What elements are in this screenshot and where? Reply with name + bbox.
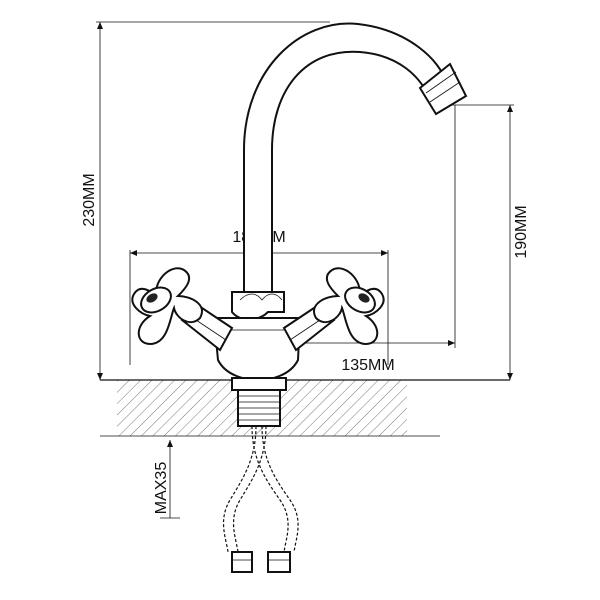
mounting-shank xyxy=(231,377,287,427)
spout-height-label: 190MM xyxy=(513,205,530,258)
spout-reach-label: 135MM xyxy=(341,357,394,374)
max-countertop-dimension: MAX35 xyxy=(153,440,180,519)
flexible-hoses xyxy=(222,425,299,573)
spout-height-dimension: 190MM xyxy=(430,104,530,380)
left-cross-handle xyxy=(131,267,203,346)
spout-nut xyxy=(231,291,285,321)
total-height-label: 230MM xyxy=(81,173,98,226)
countertop xyxy=(100,379,510,437)
right-cross-handle xyxy=(313,267,385,346)
spout xyxy=(243,22,468,297)
total-height-dimension: 230MM xyxy=(81,21,330,380)
max-countertop-label: MAX35 xyxy=(153,462,170,515)
